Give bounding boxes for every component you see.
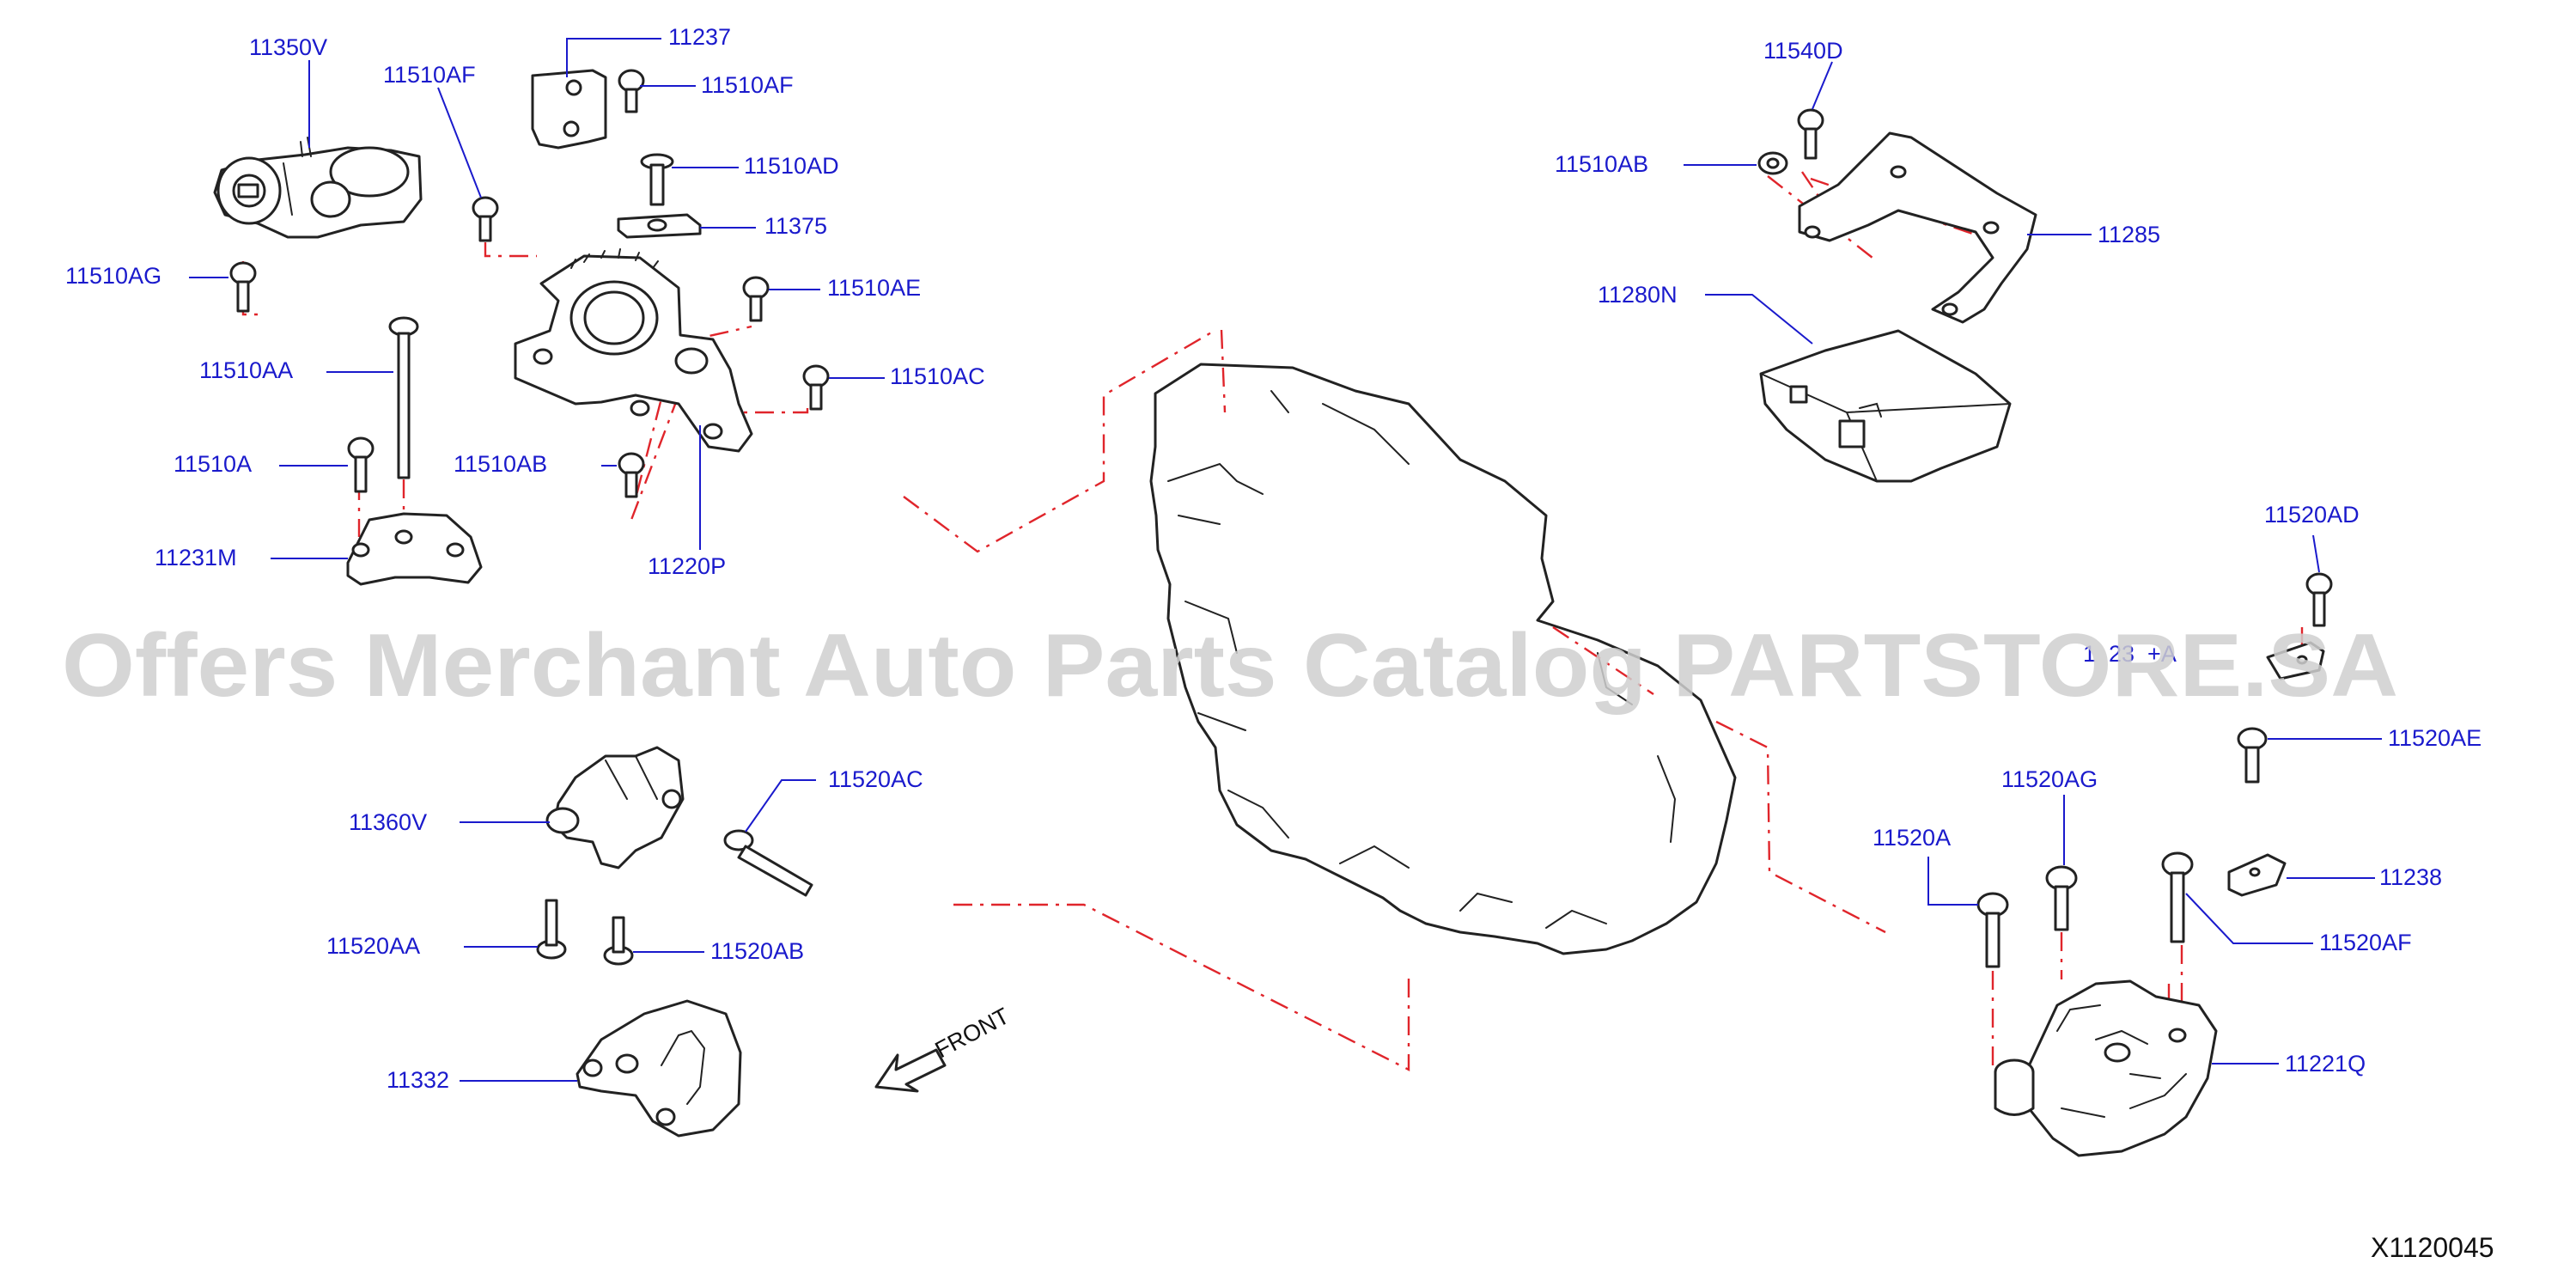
- label-11237[interactable]: 11237: [668, 24, 731, 50]
- bolt-11510A-drawing: [347, 436, 375, 493]
- label-11360V[interactable]: 11360V: [349, 809, 427, 835]
- part-11332-drawing: [575, 999, 742, 1138]
- label-11220P[interactable]: 11220P: [648, 553, 726, 579]
- label-11510AC[interactable]: 11510AC: [890, 363, 985, 389]
- label-11253A[interactable]: 1 23 +A: [2083, 641, 2177, 667]
- label-11540D[interactable]: 11540D: [1763, 38, 1843, 64]
- part-11220P-drawing: [514, 248, 753, 453]
- label-11520A[interactable]: 11520A: [1873, 825, 1951, 851]
- part-11285-drawing: [1798, 131, 2037, 324]
- label-11510AG[interactable]: 11510AG: [65, 263, 161, 289]
- bolt-11520AB-drawing: [603, 916, 634, 966]
- label-11221Q[interactable]: 11221Q: [2285, 1051, 2366, 1077]
- label-11510AF-left[interactable]: 11510AF: [383, 62, 476, 88]
- label-11285[interactable]: 11285: [2098, 222, 2160, 247]
- label-11520AE[interactable]: 11520AE: [2388, 725, 2482, 751]
- bolt-11540D-drawing: [1797, 108, 1824, 160]
- label-11350V[interactable]: 11350V: [249, 34, 327, 60]
- label-11510AD[interactable]: 11510AD: [744, 153, 839, 179]
- label-11510AB-left[interactable]: 11510AB: [454, 451, 547, 477]
- label-11510A[interactable]: 11510A: [174, 451, 252, 477]
- bolt-11510AE-drawing: [742, 276, 770, 322]
- label-11520AC[interactable]: 11520AC: [828, 766, 923, 792]
- bolt-11520AC-drawing: [723, 829, 813, 897]
- front-label: FRONT: [931, 1003, 1014, 1063]
- bolt-11510AD-drawing: [640, 153, 674, 206]
- bolt-11510AB-left-drawing: [618, 452, 645, 498]
- label-11510AA[interactable]: 11510AA: [199, 357, 293, 383]
- part-11221Q-drawing: [1994, 979, 2218, 1157]
- label-11332[interactable]: 11332: [387, 1067, 449, 1093]
- label-11231M[interactable]: 11231M: [155, 545, 237, 570]
- bolt-11520AD-drawing: [2305, 572, 2333, 627]
- bolt-11510AF-left-drawing: [472, 196, 499, 242]
- part-11231M-drawing: [346, 512, 483, 586]
- label-11280N[interactable]: 11280N: [1598, 282, 1678, 308]
- label-11520AG[interactable]: 11520AG: [2001, 766, 2098, 792]
- label-11520AD[interactable]: 11520AD: [2264, 502, 2360, 528]
- bolt-11510AF-top-drawing: [618, 69, 645, 113]
- bolt-11520AF-drawing: [2161, 851, 2194, 943]
- nut-11510AB-right-drawing: [1757, 151, 1788, 175]
- label-11510AE[interactable]: 11510AE: [827, 275, 921, 301]
- part-11237-drawing: [531, 69, 607, 149]
- bolt-11520AE-drawing: [2237, 727, 2268, 784]
- part-11360V-drawing: [545, 746, 685, 869]
- bolt-11510AG-drawing: [229, 261, 257, 313]
- part-11253A-drawing: [2266, 641, 2325, 680]
- part-11238-drawing: [2227, 853, 2287, 897]
- label-11520AF[interactable]: 11520AF: [2319, 930, 2412, 955]
- label-11520AA[interactable]: 11520AA: [326, 933, 420, 959]
- front-arrow-icon: [874, 1048, 947, 1093]
- catalog-code: X1120045: [2371, 1232, 2494, 1263]
- bolt-11510AC-drawing: [802, 364, 830, 411]
- leader-lines: [189, 38, 2382, 1082]
- label-11520AB[interactable]: 11520AB: [710, 938, 804, 964]
- part-11280N-drawing: [1759, 329, 2012, 483]
- watermark: Offers Merchant Auto Parts Catalog PARTS…: [62, 616, 2398, 716]
- label-11238[interactable]: 11238: [2379, 864, 2442, 890]
- part-11350V-drawing: [213, 137, 423, 239]
- bolt-11520A-drawing: [1976, 892, 2009, 968]
- phantom-lines: [241, 171, 2304, 1071]
- label-11510AB-right[interactable]: 11510AB: [1555, 151, 1648, 177]
- part-11375-drawing: [617, 213, 702, 239]
- label-11375[interactable]: 11375: [764, 213, 827, 239]
- engine-block-outline: [1149, 363, 1737, 955]
- part-labels: 11350V 11510AF 11237 11510AF 11510AD 113…: [65, 24, 2482, 1093]
- label-11510AF-top[interactable]: 11510AF: [701, 72, 794, 98]
- bolt-11520AA-drawing: [536, 899, 567, 960]
- bolt-11520AG-drawing: [2045, 865, 2078, 931]
- bolt-11510AA-drawing: [388, 316, 419, 479]
